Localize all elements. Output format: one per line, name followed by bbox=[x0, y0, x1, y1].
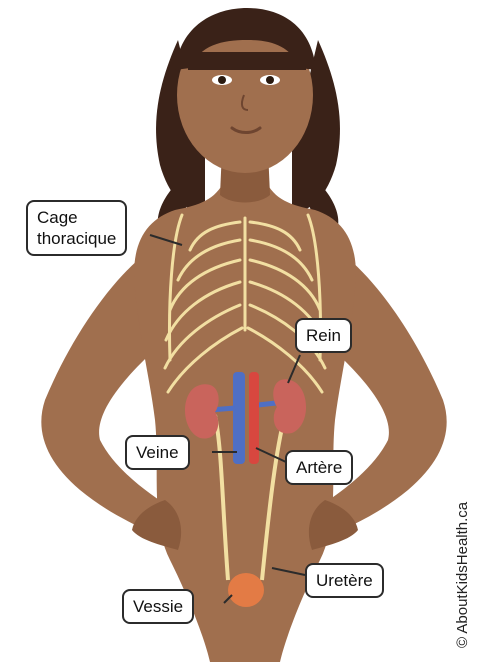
artery bbox=[249, 372, 259, 464]
label-artere: Artère bbox=[285, 450, 353, 485]
label-vessie: Vessie bbox=[122, 589, 194, 624]
vein bbox=[233, 372, 245, 464]
label-cage-thoracique: Cage thoracique bbox=[26, 200, 127, 256]
bladder bbox=[228, 573, 264, 607]
label-veine: Veine bbox=[125, 435, 190, 470]
label-rein: Rein bbox=[295, 318, 352, 353]
label-uretere: Uretère bbox=[305, 563, 384, 598]
copyright-credit: © AboutKidsHealth.ca bbox=[454, 502, 471, 648]
